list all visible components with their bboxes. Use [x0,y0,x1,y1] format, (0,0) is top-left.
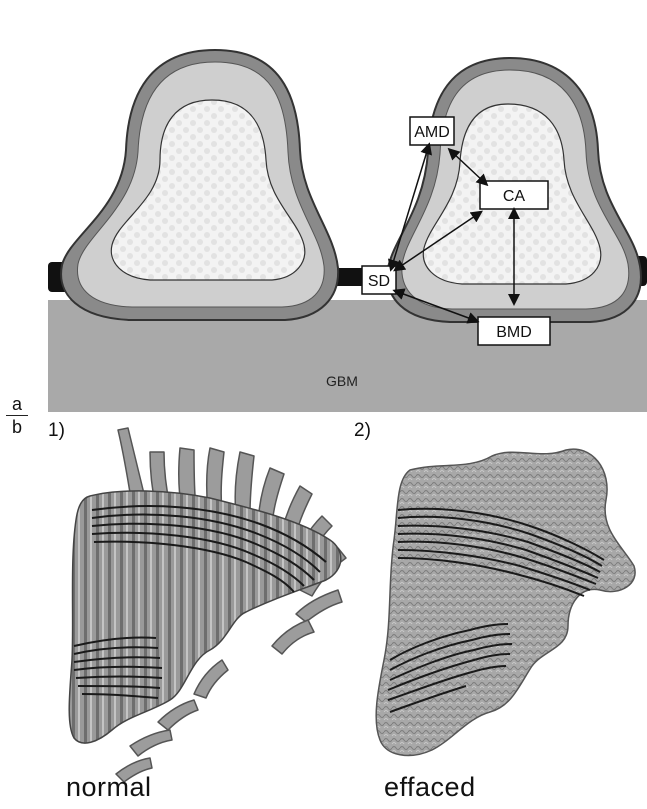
amd-label: AMD [414,124,450,141]
ca-label: CA [503,188,526,205]
gbm-label: GBM [326,373,358,389]
caption-effaced: effaced [384,772,476,803]
fraction-bar [6,415,28,416]
ca-box: CA [480,181,548,209]
caption-normal: normal [66,772,152,803]
panel-b2-effaced [376,449,635,755]
panel-label-2: 2) [354,420,371,442]
panel-b1-normal [69,428,346,782]
left-foot-process [61,50,338,320]
bmd-label: BMD [496,324,532,341]
panel-label-1: 1) [48,420,65,442]
panel-fraction-label: a b [4,394,30,437]
bmd-box: BMD [478,317,550,345]
effaced-foot-body [376,449,635,755]
panel-a: AMD CA SD BMD GBM [48,50,647,412]
fraction-top: a [4,394,30,414]
sd-label: SD [368,273,390,290]
fraction-bottom: b [4,417,30,437]
amd-box: AMD [410,117,454,145]
sd-box: SD [362,266,396,294]
